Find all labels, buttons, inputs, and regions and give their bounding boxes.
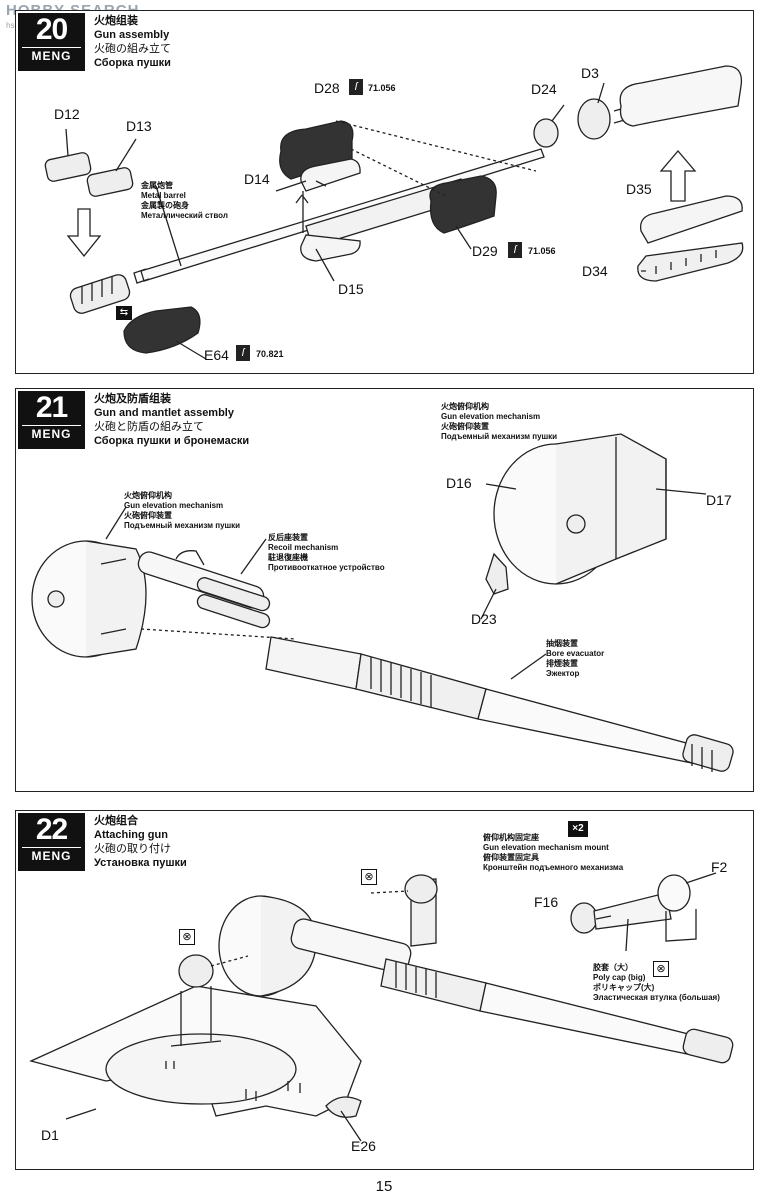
- note-ru: Металлический ствол: [141, 211, 228, 220]
- paint-icon: ſ: [236, 345, 250, 361]
- part-label-d12: D12: [54, 106, 80, 122]
- step-21-title: 火炮及防盾组装 Gun and mantlet assembly 火砲と防盾の組…: [94, 392, 249, 448]
- quantity-multiplier: ×2: [568, 821, 588, 837]
- step-20-panel: 20 MENG 火炮组装 Gun assembly 火砲の組み立て Сборка…: [15, 10, 754, 374]
- step-number: 21: [35, 391, 68, 424]
- step-22-badge: 22 MENG: [18, 813, 85, 871]
- title-ru: Сборка пушки и бронемаски: [94, 435, 250, 447]
- title-ru: Сборка пушки: [94, 57, 171, 69]
- poly-cap-note: 胶套（大） Poly cap (big) ポリキャップ(大) Эластичес…: [593, 963, 720, 1003]
- elevation-note-left: 火炮俯仰机构 Gun elevation mechanism 火砲俯仰装置 По…: [124, 491, 240, 531]
- note-en: Gun elevation mechanism: [441, 412, 541, 421]
- note-ja: ポリキャップ(大): [593, 983, 655, 992]
- brand-logo: MENG: [22, 425, 81, 442]
- part-label-d14: D14: [244, 171, 270, 187]
- note-en: Gun elevation mechanism mount: [483, 843, 609, 852]
- note-en: Bore evacuator: [546, 649, 605, 658]
- part-label-f2: F2: [711, 859, 728, 875]
- title-ru: Установка пушки: [94, 857, 187, 869]
- note-zh: 火炮俯仰机构: [441, 402, 489, 411]
- part-label-d13: D13: [126, 118, 152, 134]
- note-ja: 排煙装置: [546, 659, 578, 668]
- part-label-d23: D23: [471, 611, 497, 627]
- paint-code-e64: 70.821: [256, 349, 284, 359]
- step-21-panel: 21 MENG 火炮及防盾组装 Gun and mantlet assembly…: [15, 388, 754, 792]
- note-ru: Подъемный механизм пушки: [124, 521, 241, 530]
- title-en: Gun assembly: [94, 29, 170, 41]
- note-ru: Эжектор: [546, 669, 580, 678]
- note-ru: Противооткатное устройство: [268, 563, 385, 572]
- note-ja: 火砲俯仰装置: [124, 511, 172, 520]
- no-glue-icon: ⊗: [653, 961, 669, 977]
- part-label-d28: D28: [314, 80, 340, 96]
- metal-barrel-note: 金属炮管 Metal barrel 金属製の砲身 Металлический с…: [141, 181, 228, 221]
- step-21-drawing: [31, 433, 734, 772]
- no-glue-icon: ⊗: [179, 929, 195, 945]
- note-en: Metal barrel: [141, 191, 186, 200]
- part-label-e64: E64: [204, 347, 229, 363]
- step-22-panel: 22 MENG 火炮组合 Attaching gun 火砲の取り付け Устан…: [15, 810, 754, 1170]
- part-label-d29: D29: [472, 243, 498, 259]
- part-label-d17: D17: [706, 492, 732, 508]
- no-glue-icon: ⊗: [361, 869, 377, 885]
- part-label-d15: D15: [338, 281, 364, 297]
- step-number: 20: [35, 13, 68, 46]
- part-label-d3: D3: [581, 65, 599, 81]
- step-21-badge: 21 MENG: [18, 391, 85, 449]
- note-en: Gun elevation mechanism: [124, 501, 224, 510]
- bore-evacuator-note: 抽烟装置 Bore evacuator 排煙装置 Эжектор: [546, 639, 604, 679]
- note-zh: 俯仰机构固定座: [483, 833, 539, 842]
- note-ja: 俯仰装置固定具: [483, 853, 539, 862]
- step-22-title: 火炮组合 Attaching gun 火砲の取り付け Установка пуш…: [94, 814, 187, 870]
- note-ja: 火砲俯仰装置: [441, 422, 489, 431]
- brand-logo: MENG: [22, 847, 81, 864]
- note-en: Recoil mechanism: [268, 543, 339, 552]
- note-zh: 反后座装置: [268, 533, 308, 542]
- step-22-drawing: [29, 872, 734, 1142]
- title-ja: 火砲と防盾の組み立て: [94, 421, 204, 433]
- note-zh: 火炮俯仰机构: [124, 491, 172, 500]
- elevation-note-top: 火炮俯仰机构 Gun elevation mechanism 火砲俯仰装置 По…: [441, 402, 557, 442]
- remove-sprue-icon: ⇆: [116, 306, 132, 320]
- step-number: 22: [35, 813, 68, 846]
- paint-icon: ſ: [508, 242, 522, 258]
- step-20-title: 火炮组装 Gun assembly 火砲の組み立て Сборка пушки: [94, 14, 171, 70]
- part-label-d16: D16: [446, 475, 472, 491]
- paint-code-d28: 71.056: [368, 83, 396, 93]
- title-zh: 火炮组合: [94, 815, 138, 827]
- elevation-mount-note: 俯仰机构固定座 Gun elevation mechanism mount 俯仰…: [483, 833, 623, 873]
- note-ru: Эластическая втулка (большая): [593, 993, 720, 1002]
- part-label-d1: D1: [41, 1127, 59, 1143]
- title-zh: 火炮组装: [94, 15, 138, 27]
- note-en: Poly cap (big): [593, 973, 646, 982]
- page-number: 15: [375, 1178, 393, 1195]
- title-ja: 火砲の取り付け: [94, 843, 171, 855]
- part-label-d35: D35: [626, 181, 652, 197]
- note-zh: 抽烟装置: [546, 639, 578, 648]
- note-ja: 金属製の砲身: [141, 201, 189, 210]
- step-20-drawing: [44, 65, 744, 360]
- note-ru: Подъемный механизм пушки: [441, 432, 558, 441]
- paint-code-d29: 71.056: [528, 246, 556, 256]
- part-label-e26: E26: [351, 1138, 376, 1154]
- step-20-badge: 20 MENG: [18, 13, 85, 71]
- part-label-d34: D34: [582, 263, 608, 279]
- note-ja: 駐退復座機: [268, 553, 308, 562]
- title-en: Gun and mantlet assembly: [94, 407, 234, 419]
- paint-icon: ſ: [349, 79, 363, 95]
- part-label-f16: F16: [534, 894, 559, 910]
- brand-logo: MENG: [22, 47, 81, 64]
- title-zh: 火炮及防盾组装: [94, 393, 171, 405]
- note-ru: Кронштейн подъемного механизма: [483, 863, 624, 872]
- note-zh: 金属炮管: [141, 181, 173, 190]
- title-en: Attaching gun: [94, 829, 168, 841]
- recoil-note: 反后座装置 Recoil mechanism 駐退復座機 Противоотка…: [268, 533, 385, 573]
- part-label-d24: D24: [531, 81, 557, 97]
- note-zh: 胶套（大）: [593, 963, 633, 972]
- title-ja: 火砲の組み立て: [94, 43, 171, 55]
